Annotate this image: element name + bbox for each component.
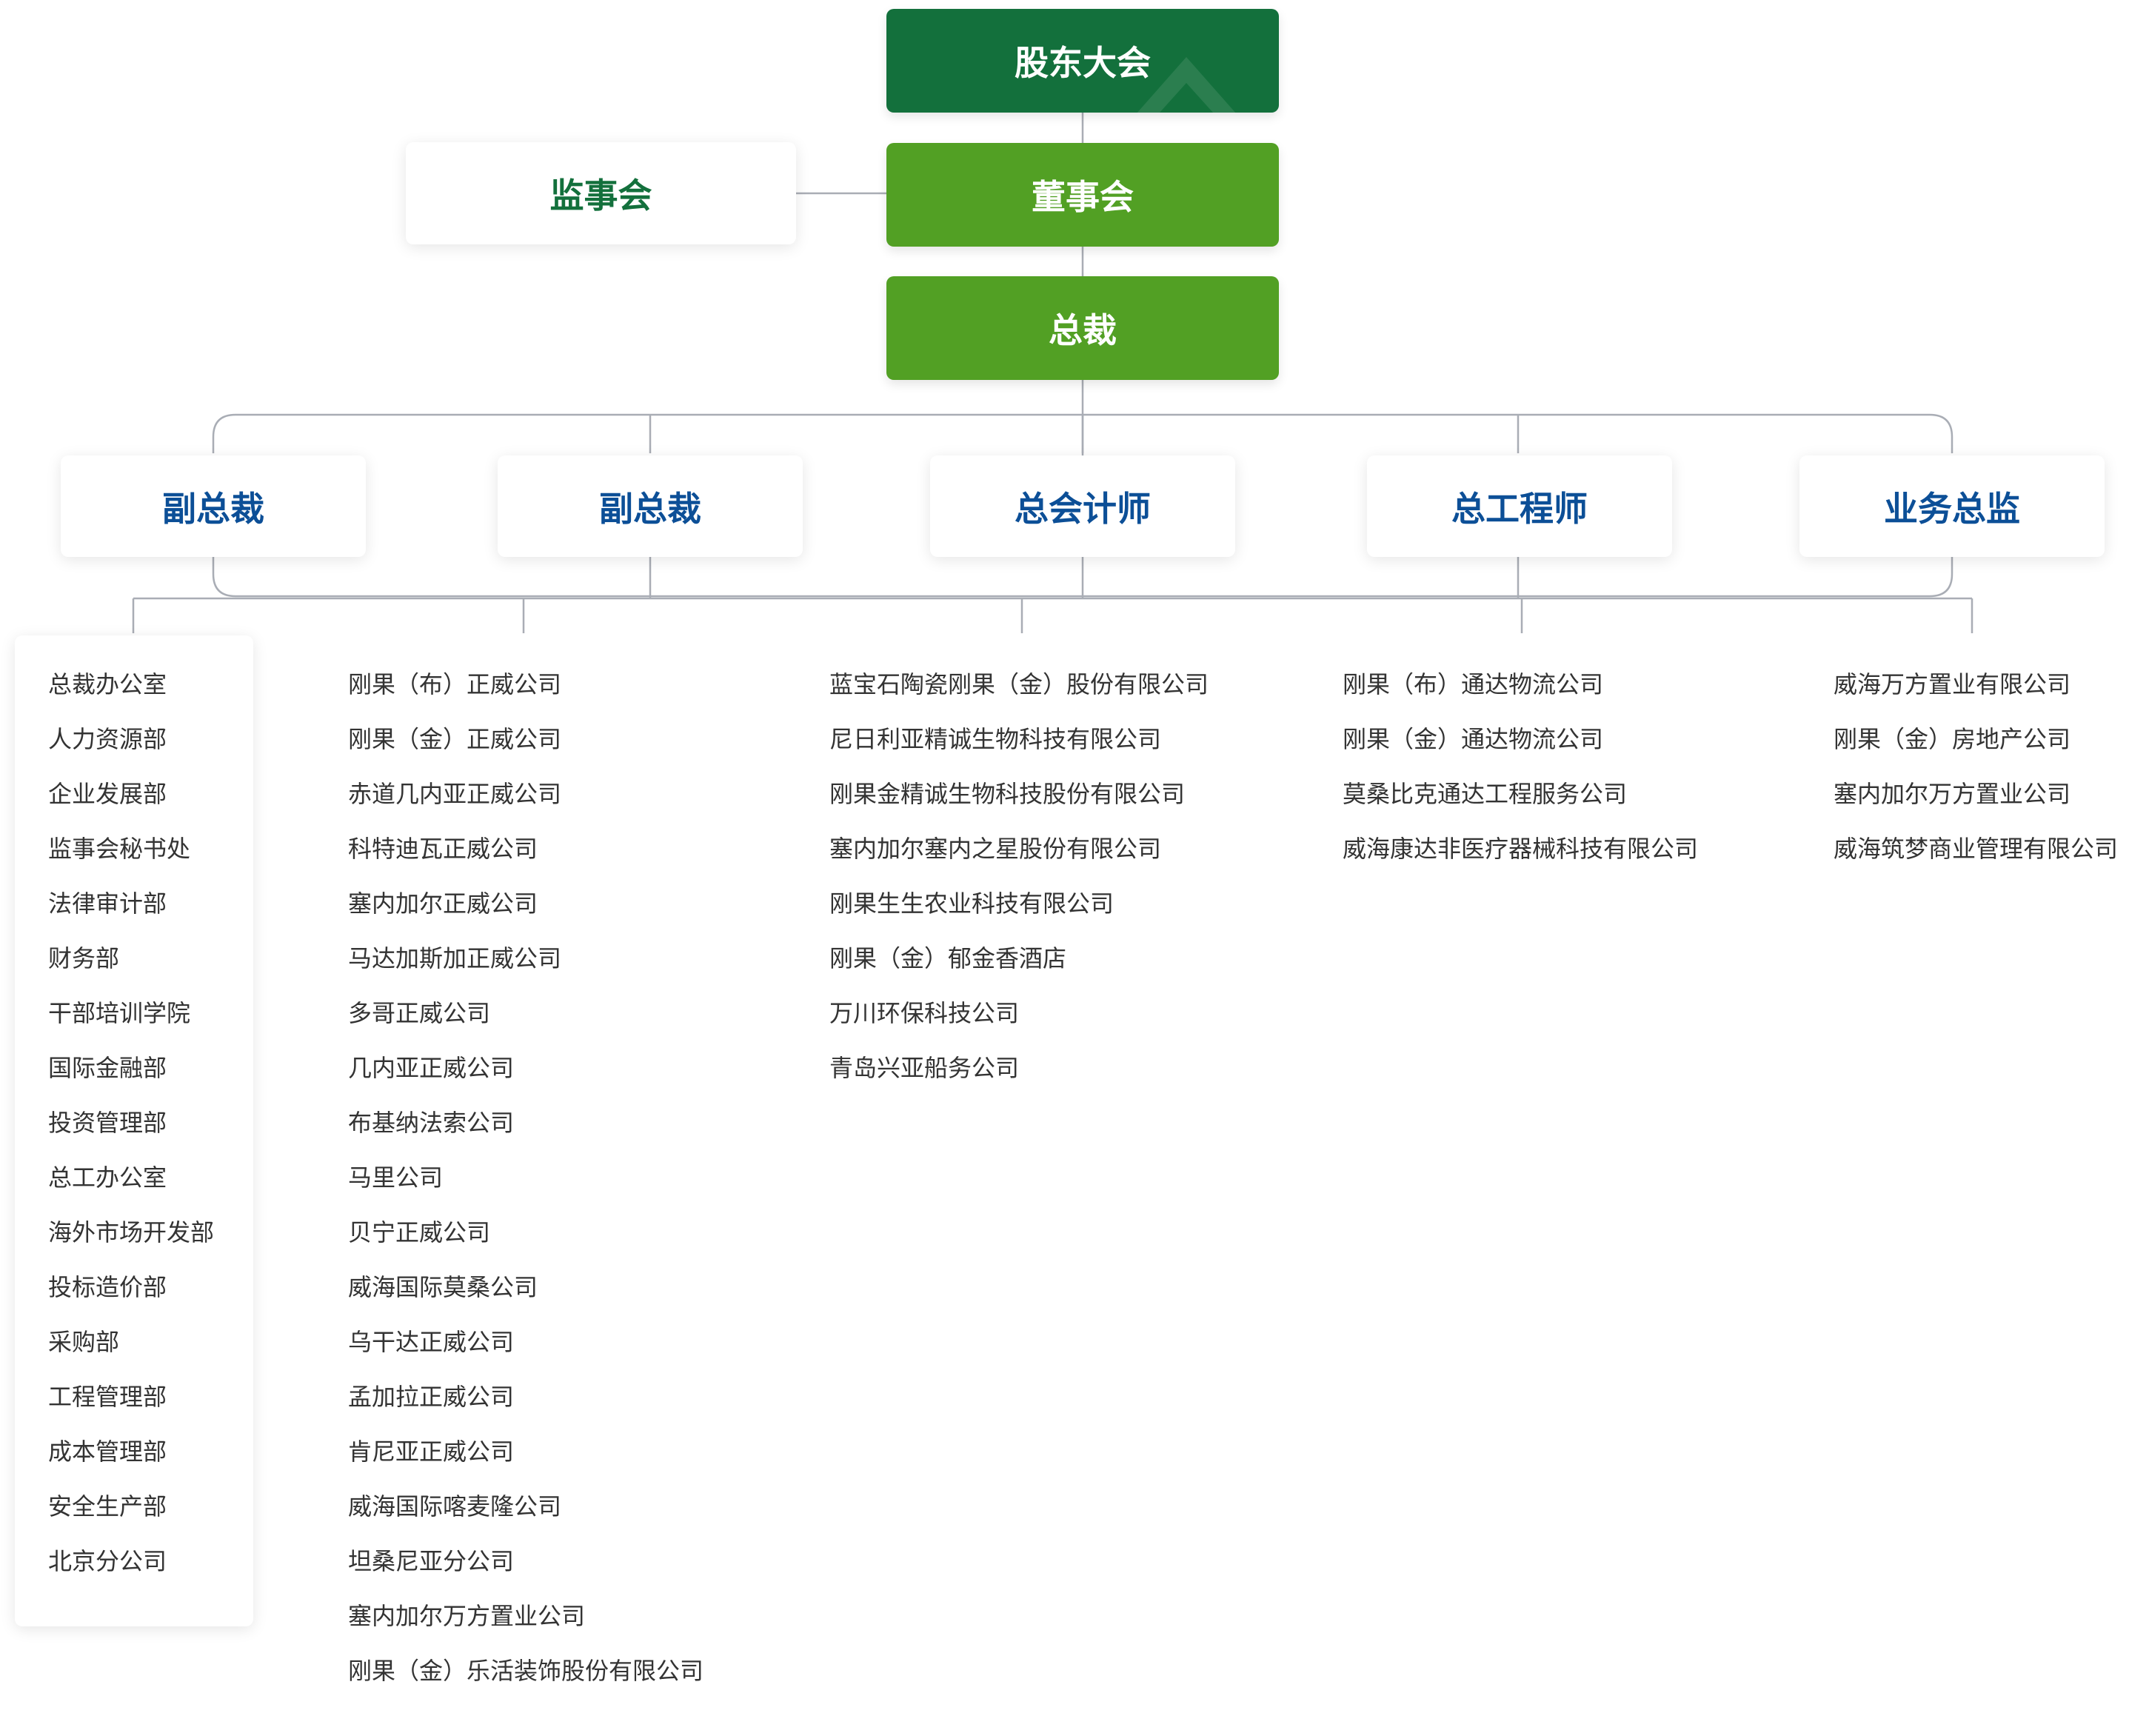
list-item: 工程管理部 (48, 1383, 167, 1411)
list-item: 马达加斯加正威公司 (348, 944, 562, 972)
executive-label: 业务总监 (1884, 488, 2020, 529)
list-item: 刚果（金）正威公司 (348, 725, 562, 753)
list-item: 刚果（金）郁金香酒店 (829, 944, 1067, 972)
executive-label: 总工程师 (1451, 488, 1588, 529)
list-item: 投标造价部 (48, 1273, 167, 1301)
departments-panel (15, 635, 253, 1626)
list-item: 科特迪瓦正威公司 (348, 835, 538, 863)
list-item: 威海万方置业有限公司 (1834, 670, 2071, 698)
list-item: 总工办公室 (48, 1164, 167, 1192)
list-item: 万川环保科技公司 (829, 999, 1020, 1027)
list-item: 威海国际莫桑公司 (348, 1273, 538, 1301)
list-item: 法律审计部 (48, 889, 167, 918)
list-item: 蓝宝石陶瓷刚果（金）股份有限公司 (829, 670, 1209, 698)
shareholders-meeting-box: 股东大会 (886, 9, 1279, 113)
list-item: 尼日利亚精诚生物科技有限公司 (829, 725, 1162, 753)
list-item: 肯尼亚正威公司 (348, 1438, 515, 1466)
list-item: 刚果（金）房地产公司 (1834, 725, 2071, 753)
supervisory-board-box: 监事会 (406, 142, 796, 244)
executive-label: 副总裁 (162, 488, 264, 529)
list-item: 塞内加尔塞内之星股份有限公司 (829, 835, 1162, 863)
list-item: 贝宁正威公司 (348, 1218, 491, 1246)
list-item: 监事会秘书处 (48, 835, 191, 863)
executive-box-business-director: 业务总监 (1799, 455, 2105, 557)
list-item: 青岛兴亚船务公司 (829, 1054, 1020, 1082)
list-item: 塞内加尔万方置业公司 (348, 1602, 586, 1630)
list-item: 几内亚正威公司 (348, 1054, 515, 1082)
list-item: 刚果生生农业科技有限公司 (829, 889, 1114, 918)
list-item: 人力资源部 (48, 725, 167, 753)
board-of-directors-box: 董事会 (886, 143, 1279, 247)
list-item: 乌干达正威公司 (348, 1328, 515, 1356)
list-item: 多哥正威公司 (348, 999, 491, 1027)
departments-list: 总裁办公室 人力资源部 企业发展部 监事会秘书处 法律审计部 财务部 干部培训学… (48, 657, 214, 1589)
list-item: 威海国际喀麦隆公司 (348, 1492, 562, 1520)
list-item: 塞内加尔正威公司 (348, 889, 538, 918)
list-item: 刚果（布）正威公司 (348, 670, 562, 698)
list-item: 刚果（金）通达物流公司 (1343, 725, 1604, 753)
list-item: 坦桑尼亚分公司 (348, 1547, 515, 1575)
list-item: 孟加拉正威公司 (348, 1383, 515, 1411)
shareholders-label: 股东大会 (1015, 43, 1151, 83)
executive-box-vp-1: 副总裁 (61, 455, 366, 557)
list-item: 国际金融部 (48, 1054, 167, 1082)
list-item: 威海筑梦商业管理有限公司 (1834, 835, 2119, 863)
list-item: 北京分公司 (48, 1547, 167, 1575)
list-item: 海外市场开发部 (48, 1218, 215, 1246)
mountain-logo-icon (1137, 57, 1236, 113)
list-item: 采购部 (48, 1328, 120, 1356)
list-item: 投资管理部 (48, 1109, 167, 1137)
overseas-subsidiaries-list: 刚果（布）正威公司 刚果（金）正威公司 赤道几内亚正威公司 科特迪瓦正威公司 塞… (348, 657, 703, 1698)
supervisory-board-label: 监事会 (549, 176, 652, 216)
list-item: 刚果（布）通达物流公司 (1343, 670, 1604, 698)
list-item: 布基纳法索公司 (348, 1109, 515, 1137)
list-item: 赤道几内亚正威公司 (348, 780, 562, 808)
logistics-companies-list: 刚果（布）通达物流公司 刚果（金）通达物流公司 莫桑比克通达工程服务公司 威海康… (1343, 657, 1698, 876)
industry-companies-list: 蓝宝石陶瓷刚果（金）股份有限公司 尼日利亚精诚生物科技有限公司 刚果金精诚生物科… (829, 657, 1209, 1095)
list-item: 莫桑比克通达工程服务公司 (1343, 780, 1628, 808)
executive-box-chief-engineer: 总工程师 (1367, 455, 1672, 557)
executive-box-chief-accountant: 总会计师 (930, 455, 1235, 557)
list-item: 安全生产部 (48, 1492, 167, 1520)
real-estate-companies-list: 威海万方置业有限公司 刚果（金）房地产公司 塞内加尔万方置业公司 威海筑梦商业管… (1834, 657, 2118, 876)
list-item: 塞内加尔万方置业公司 (1834, 780, 2071, 808)
list-item: 干部培训学院 (48, 999, 191, 1027)
list-item: 成本管理部 (48, 1438, 167, 1466)
executive-label: 副总裁 (599, 488, 701, 529)
executive-box-vp-2: 副总裁 (498, 455, 803, 557)
list-item: 总裁办公室 (48, 670, 167, 698)
president-label: 总裁 (1049, 310, 1117, 350)
board-label: 董事会 (1032, 177, 1134, 217)
list-item: 财务部 (48, 944, 120, 972)
list-item: 刚果金精诚生物科技股份有限公司 (829, 780, 1186, 808)
list-item: 威海康达非医疗器械科技有限公司 (1343, 835, 1699, 863)
executive-label: 总会计师 (1015, 488, 1151, 529)
list-item: 企业发展部 (48, 780, 167, 808)
president-box: 总裁 (886, 276, 1279, 380)
list-item: 马里公司 (348, 1164, 444, 1192)
list-item: 刚果（金）乐活装饰股份有限公司 (348, 1657, 704, 1685)
